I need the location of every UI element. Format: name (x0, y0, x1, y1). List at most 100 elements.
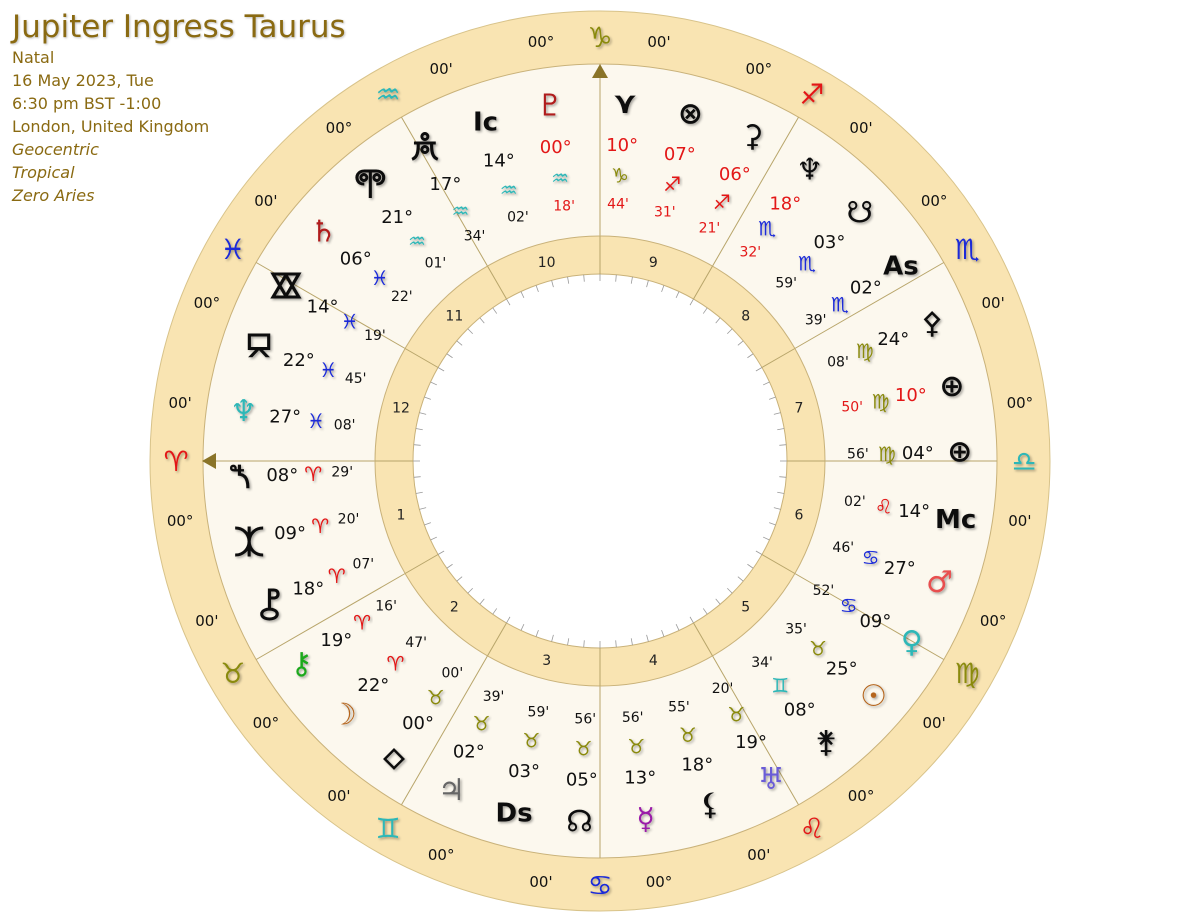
house-number: 6 (795, 507, 804, 523)
planet-sign-glyph: ♒ (408, 229, 426, 253)
planet-minute: 29' (331, 465, 353, 481)
degree-tick (737, 576, 744, 582)
planet-sign-glyph: ♏ (831, 293, 849, 317)
planet-glyph: ☿ (636, 802, 654, 837)
degree-tick (747, 563, 754, 569)
planet-glyph: ⯴ (270, 269, 303, 304)
degree-tick (773, 412, 781, 415)
planet-degree: 10° (606, 135, 638, 156)
degree-tick (715, 598, 721, 605)
house-divider (404, 348, 439, 368)
zodiac-sign-glyph: ♌ (799, 812, 824, 845)
planet-minute: 47' (405, 635, 427, 651)
planet-minute: 08' (827, 354, 849, 370)
degree-tick (506, 298, 511, 306)
planet-degree: 09° (859, 611, 891, 632)
planet-glyph: ⯲ (229, 460, 250, 495)
planet-glyph: ♅ (758, 762, 785, 797)
planet-glyph: ♇ (536, 89, 563, 124)
planet-glyph: Ds (495, 799, 532, 829)
cusp-line (255, 573, 406, 660)
degree-tick (737, 340, 744, 346)
sign-degree: 00° (194, 294, 221, 312)
planet-minute: 44' (607, 197, 629, 213)
degree-tick (535, 630, 539, 637)
planet-degree: 17° (429, 174, 461, 195)
sign-minute: 00' (747, 846, 770, 864)
planet-glyph: 🝻 (411, 130, 440, 165)
planet-minute: 59' (775, 275, 797, 291)
zodiac-sign-glyph: ♎ (1011, 445, 1036, 478)
degree-tick (437, 550, 445, 555)
zodiac-sign-glyph: ♑ (587, 21, 612, 54)
planet-sign-glyph: ♉ (809, 637, 827, 661)
planet-sign-glyph: ♈ (328, 564, 346, 588)
degree-tick (446, 563, 453, 569)
sign-minute: 00' (529, 873, 552, 891)
house-divider (487, 265, 507, 300)
degree-tick (456, 576, 463, 582)
house-number: 5 (741, 600, 750, 616)
degree-tick (492, 307, 498, 314)
degree-tick (551, 634, 554, 642)
zodiac-sign-glyph: ♏ (955, 233, 980, 266)
planet-glyph: ⊗ (678, 97, 703, 132)
planet-degree: 22° (283, 350, 315, 371)
degree-tick (715, 317, 721, 324)
planet-minute: 08' (334, 417, 356, 433)
planet-sign-glyph: ♒ (551, 166, 569, 190)
degree-tick (702, 608, 708, 615)
planet-minute: 59' (528, 705, 550, 721)
degree-tick (755, 550, 763, 555)
chart-reference: Zero Aries (12, 186, 95, 205)
house-number: 7 (795, 401, 804, 417)
planet-minute: 32' (739, 244, 761, 260)
degree-tick (419, 412, 427, 415)
chart-system: Geocentric (12, 140, 99, 159)
degree-tick (646, 280, 649, 288)
cusp-line (401, 655, 488, 806)
planet-minute: 01' (425, 255, 447, 271)
sign-degree: 00° (253, 714, 280, 732)
degree-tick (762, 381, 770, 386)
zodiac-sign-glyph: ♋ (587, 869, 612, 902)
degree-tick (583, 640, 585, 648)
planet-glyph: Ic (473, 108, 498, 138)
cusp-line (712, 655, 799, 806)
planet-glyph: ⚸ (699, 788, 721, 823)
degree-tick (520, 623, 525, 631)
degree-tick (689, 616, 694, 624)
planet-minute: 18' (553, 199, 575, 215)
degree-tick (467, 328, 474, 335)
planet-degree: 24° (877, 329, 909, 350)
planet-degree: 08° (266, 465, 298, 486)
sign-minute: 00' (254, 192, 277, 210)
degree-tick (777, 428, 785, 431)
planet-sign-glyph: ♉ (473, 711, 491, 735)
degree-tick (762, 536, 770, 541)
degree-tick (630, 638, 633, 646)
planet-sign-glyph: ♐ (713, 190, 731, 214)
planet-degree: 18° (292, 579, 324, 600)
planet-sign-glyph: ♍ (878, 442, 896, 466)
sign-minute: 00' (327, 787, 350, 805)
sign-degree: 00° (528, 33, 555, 51)
degree-tick (702, 307, 708, 314)
planet-glyph: ⯛ (259, 588, 280, 623)
chart-date: 16 May 2023, Tue (12, 71, 154, 90)
degree-tick (479, 317, 485, 324)
planet-minute: 39' (483, 689, 505, 705)
planet-glyph: 🝼 (354, 168, 386, 203)
house-cusp-lines (203, 64, 997, 858)
degree-tick (415, 491, 423, 494)
sign-minute: 00' (982, 294, 1005, 312)
degree-tick (615, 274, 617, 282)
planet-sign-glyph: ♉ (727, 703, 745, 727)
house-divider (404, 554, 439, 574)
planet-sign-glyph: ♊ (771, 673, 789, 697)
zodiac-sign-glyph: ♒ (375, 78, 400, 111)
zodiac-sign-glyph: ♉ (220, 657, 245, 690)
degree-tick (415, 428, 423, 431)
planet-degree: 18° (681, 755, 713, 776)
chart-title: Jupiter Ingress Taurus (12, 9, 346, 45)
